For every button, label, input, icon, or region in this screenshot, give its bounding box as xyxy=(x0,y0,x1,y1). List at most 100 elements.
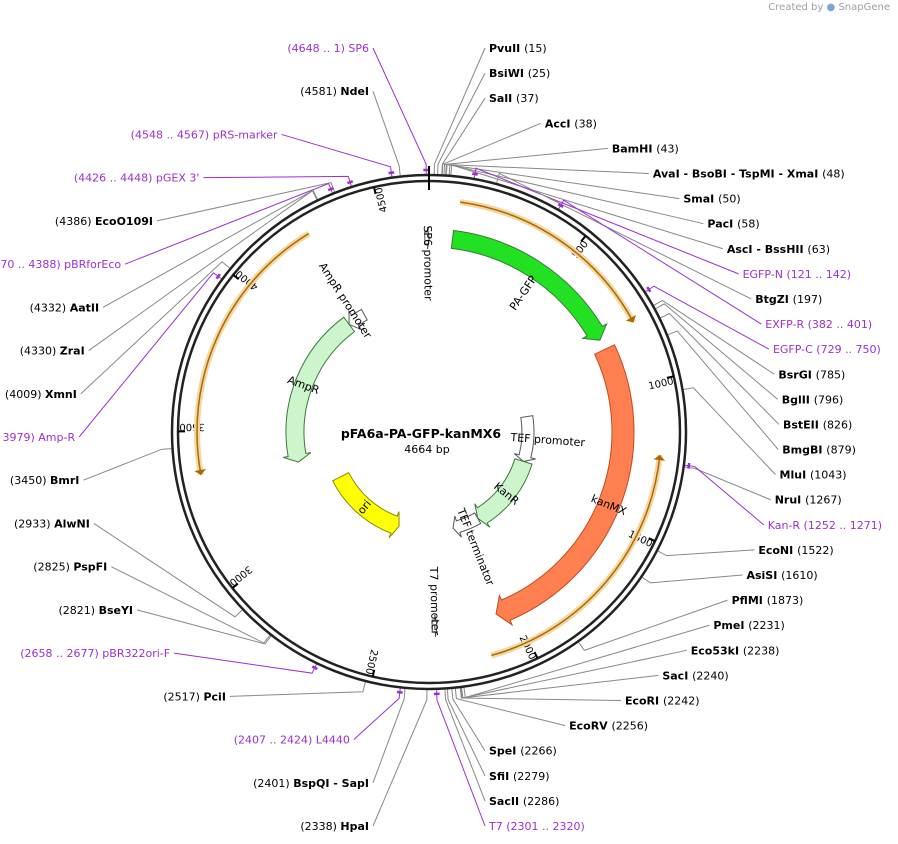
primer-binding-mark xyxy=(388,171,395,175)
tick-mark xyxy=(231,582,239,589)
tick-label: 3500 xyxy=(179,421,204,432)
enzyme-asisi[interactable]: AsiSI (1610) xyxy=(746,569,817,582)
feature-t7-promoter[interactable] xyxy=(431,614,438,637)
snapgene-branding: Created by ● SnapGene xyxy=(768,2,890,13)
primer-binding-mark xyxy=(327,186,334,192)
leader-line xyxy=(156,181,336,222)
enzyme-ecoo109i[interactable]: (4386) EcoO109I xyxy=(55,215,153,228)
site-labels[interactable]: PvuII (15) BsiWI (25) SalI (37) AccI (38) Ba… xyxy=(0,42,882,833)
feature-ampr-promoter[interactable] xyxy=(348,308,368,331)
primer-sp6[interactable]: (4648 .. 1) SP6 xyxy=(287,42,369,55)
tick-mark xyxy=(580,235,587,242)
enzyme-hpai[interactable]: (2338) HpaI xyxy=(300,820,369,833)
enzyme-saci[interactable]: SacI (2240) xyxy=(662,669,728,682)
leader-line xyxy=(641,574,743,584)
primer-binding-mark xyxy=(311,665,318,671)
feature-tef-promoter[interactable] xyxy=(513,415,536,462)
enzyme-pcii[interactable]: (2517) PciI xyxy=(163,690,226,703)
enzyme-bmri[interactable]: (3450) BmrI xyxy=(10,474,79,487)
enzyme-xmni[interactable]: (4009) XmnI xyxy=(5,388,77,401)
outer-arc xyxy=(196,232,310,476)
leader-line xyxy=(174,652,317,674)
primer-egfp-c[interactable]: EGFP-C (729 .. 750) xyxy=(773,343,881,356)
enzyme-bglii[interactable]: BglII (796) xyxy=(782,393,844,406)
label-leader-lines xyxy=(78,47,780,827)
leader-line xyxy=(437,72,486,175)
enzyme-pvuii[interactable]: PvuII (15) xyxy=(489,42,547,55)
primer-l4440[interactable]: (2407 .. 2424) L4440 xyxy=(234,734,350,747)
primer-pbrforeco[interactable]: (4370 .. 4388) pBRforEco xyxy=(0,258,121,271)
outer-arc xyxy=(491,455,661,657)
enzyme-alwni[interactable]: (2933) AlwNI xyxy=(14,517,90,530)
leader-line xyxy=(80,261,231,395)
primer-pgex-3[interactable]: (4426 .. 4448) pGEX 3' xyxy=(74,172,200,185)
feature-ampr[interactable] xyxy=(283,316,356,463)
tick-mark xyxy=(648,537,656,543)
enzyme-sacii[interactable]: SacII (2286) xyxy=(489,795,559,808)
feature-pa-gfp[interactable] xyxy=(450,229,608,341)
enzyme-eco53ki[interactable]: Eco53kI (2238) xyxy=(691,644,780,657)
leader-line xyxy=(433,47,486,175)
tick-label: 3000 xyxy=(227,563,254,587)
primer-binding-mark xyxy=(646,286,652,293)
enzyme-zrai[interactable]: (4330) ZraI xyxy=(20,345,85,358)
enzyme-asci-bsshii[interactable]: AscI - BssHII (63) xyxy=(727,243,830,256)
leader-line xyxy=(446,689,486,777)
primer-prs-marker[interactable]: (4548 .. 4567) pRS-marker xyxy=(131,128,278,141)
feature-label-t7-promoter: T7 promoter xyxy=(427,566,442,636)
enzyme-bseyi[interactable]: (2821) BseYI xyxy=(59,604,134,617)
feature-tef-terminator[interactable] xyxy=(452,512,482,538)
leader-line xyxy=(229,681,366,697)
leader-line xyxy=(445,164,680,200)
tick-label: 2500 xyxy=(363,648,379,675)
enzyme-nrui[interactable]: NruI (1267) xyxy=(775,494,842,507)
primer-exfp-r[interactable]: EXFP-R (382 .. 401) xyxy=(765,318,872,331)
primer-t7[interactable]: T7 (2301 .. 2320) xyxy=(488,820,585,833)
primer-pbr322ori-f[interactable]: (2658 .. 2677) pBR322ori-F xyxy=(20,647,170,660)
enzyme-bsteii[interactable]: BstEII (826) xyxy=(783,418,852,431)
primer-kan-r[interactable]: Kan-R (1252 .. 1271) xyxy=(768,519,882,532)
leader-line xyxy=(372,91,401,176)
leader-line xyxy=(684,464,765,526)
feature-ori[interactable] xyxy=(331,471,400,539)
leader-line xyxy=(657,549,755,557)
enzyme-bspqi-sapi[interactable]: (2401) BspQI - SapI xyxy=(253,777,369,790)
plasmid-length: 4664 bp xyxy=(404,443,449,456)
enzyme-bsiwi[interactable]: BsiWI (25) xyxy=(489,67,550,80)
enzyme-bsrgi[interactable]: BsrGI (785) xyxy=(778,368,845,381)
leader-line xyxy=(372,688,406,783)
enzyme-ecori[interactable]: EcoRI (2242) xyxy=(625,695,700,708)
enzyme-bamhi[interactable]: BamHI (43) xyxy=(612,142,679,155)
enzyme-paci[interactable]: PacI (58) xyxy=(707,218,759,231)
enzyme-btgzi[interactable]: BtgZI (197) xyxy=(755,293,822,306)
primer-egfp-n[interactable]: EGFP-N (121 .. 142) xyxy=(743,268,851,281)
leader-line xyxy=(88,189,318,351)
feature-kanmx[interactable] xyxy=(495,344,635,627)
leader-line xyxy=(450,164,723,250)
enzyme-mlui[interactable]: MluI (1043) xyxy=(780,469,847,482)
tick-mark xyxy=(373,186,377,195)
branding-prefix: Created by xyxy=(768,2,824,13)
enzyme-pflmi[interactable]: PflMI (1873) xyxy=(732,594,804,607)
enzyme-pmei[interactable]: PmeI (2231) xyxy=(713,619,785,632)
outer-feature-arcs xyxy=(194,199,666,659)
enzyme-sali[interactable]: SalI (37) xyxy=(489,92,539,105)
enzyme-aatii[interactable]: (4332) AatII xyxy=(30,301,99,314)
enzyme-bmgbi[interactable]: BmgBI (879) xyxy=(782,444,856,457)
enzyme-pspfi[interactable]: (2825) PspFI xyxy=(33,561,107,574)
leader-line xyxy=(372,689,428,827)
primer-amp-r[interactable]: (3960 .. 3979) Amp-R xyxy=(0,431,75,444)
enzyme-econi[interactable]: EcoNI (1522) xyxy=(758,544,833,557)
enzyme-avai-bsobi-tspmi-xmai[interactable]: AvaI - BsoBI - TspMI - XmaI (48) xyxy=(653,167,845,180)
leader-line xyxy=(443,147,608,175)
enzyme-acci[interactable]: AccI (38) xyxy=(545,117,597,130)
enzyme-ecorv[interactable]: EcoRV (2256) xyxy=(569,720,648,733)
enzyme-ndei[interactable]: (4581) NdeI xyxy=(300,85,369,98)
enzyme-spei[interactable]: SpeI (2266) xyxy=(489,745,557,758)
feature-sp6-promoter[interactable] xyxy=(424,226,430,250)
leader-line xyxy=(102,189,318,308)
leader-line xyxy=(444,689,486,802)
enzyme-smai[interactable]: SmaI (50) xyxy=(683,193,740,206)
enzyme-sfii[interactable]: SfiI (2279) xyxy=(489,770,550,783)
outer-arc-head xyxy=(194,468,207,475)
